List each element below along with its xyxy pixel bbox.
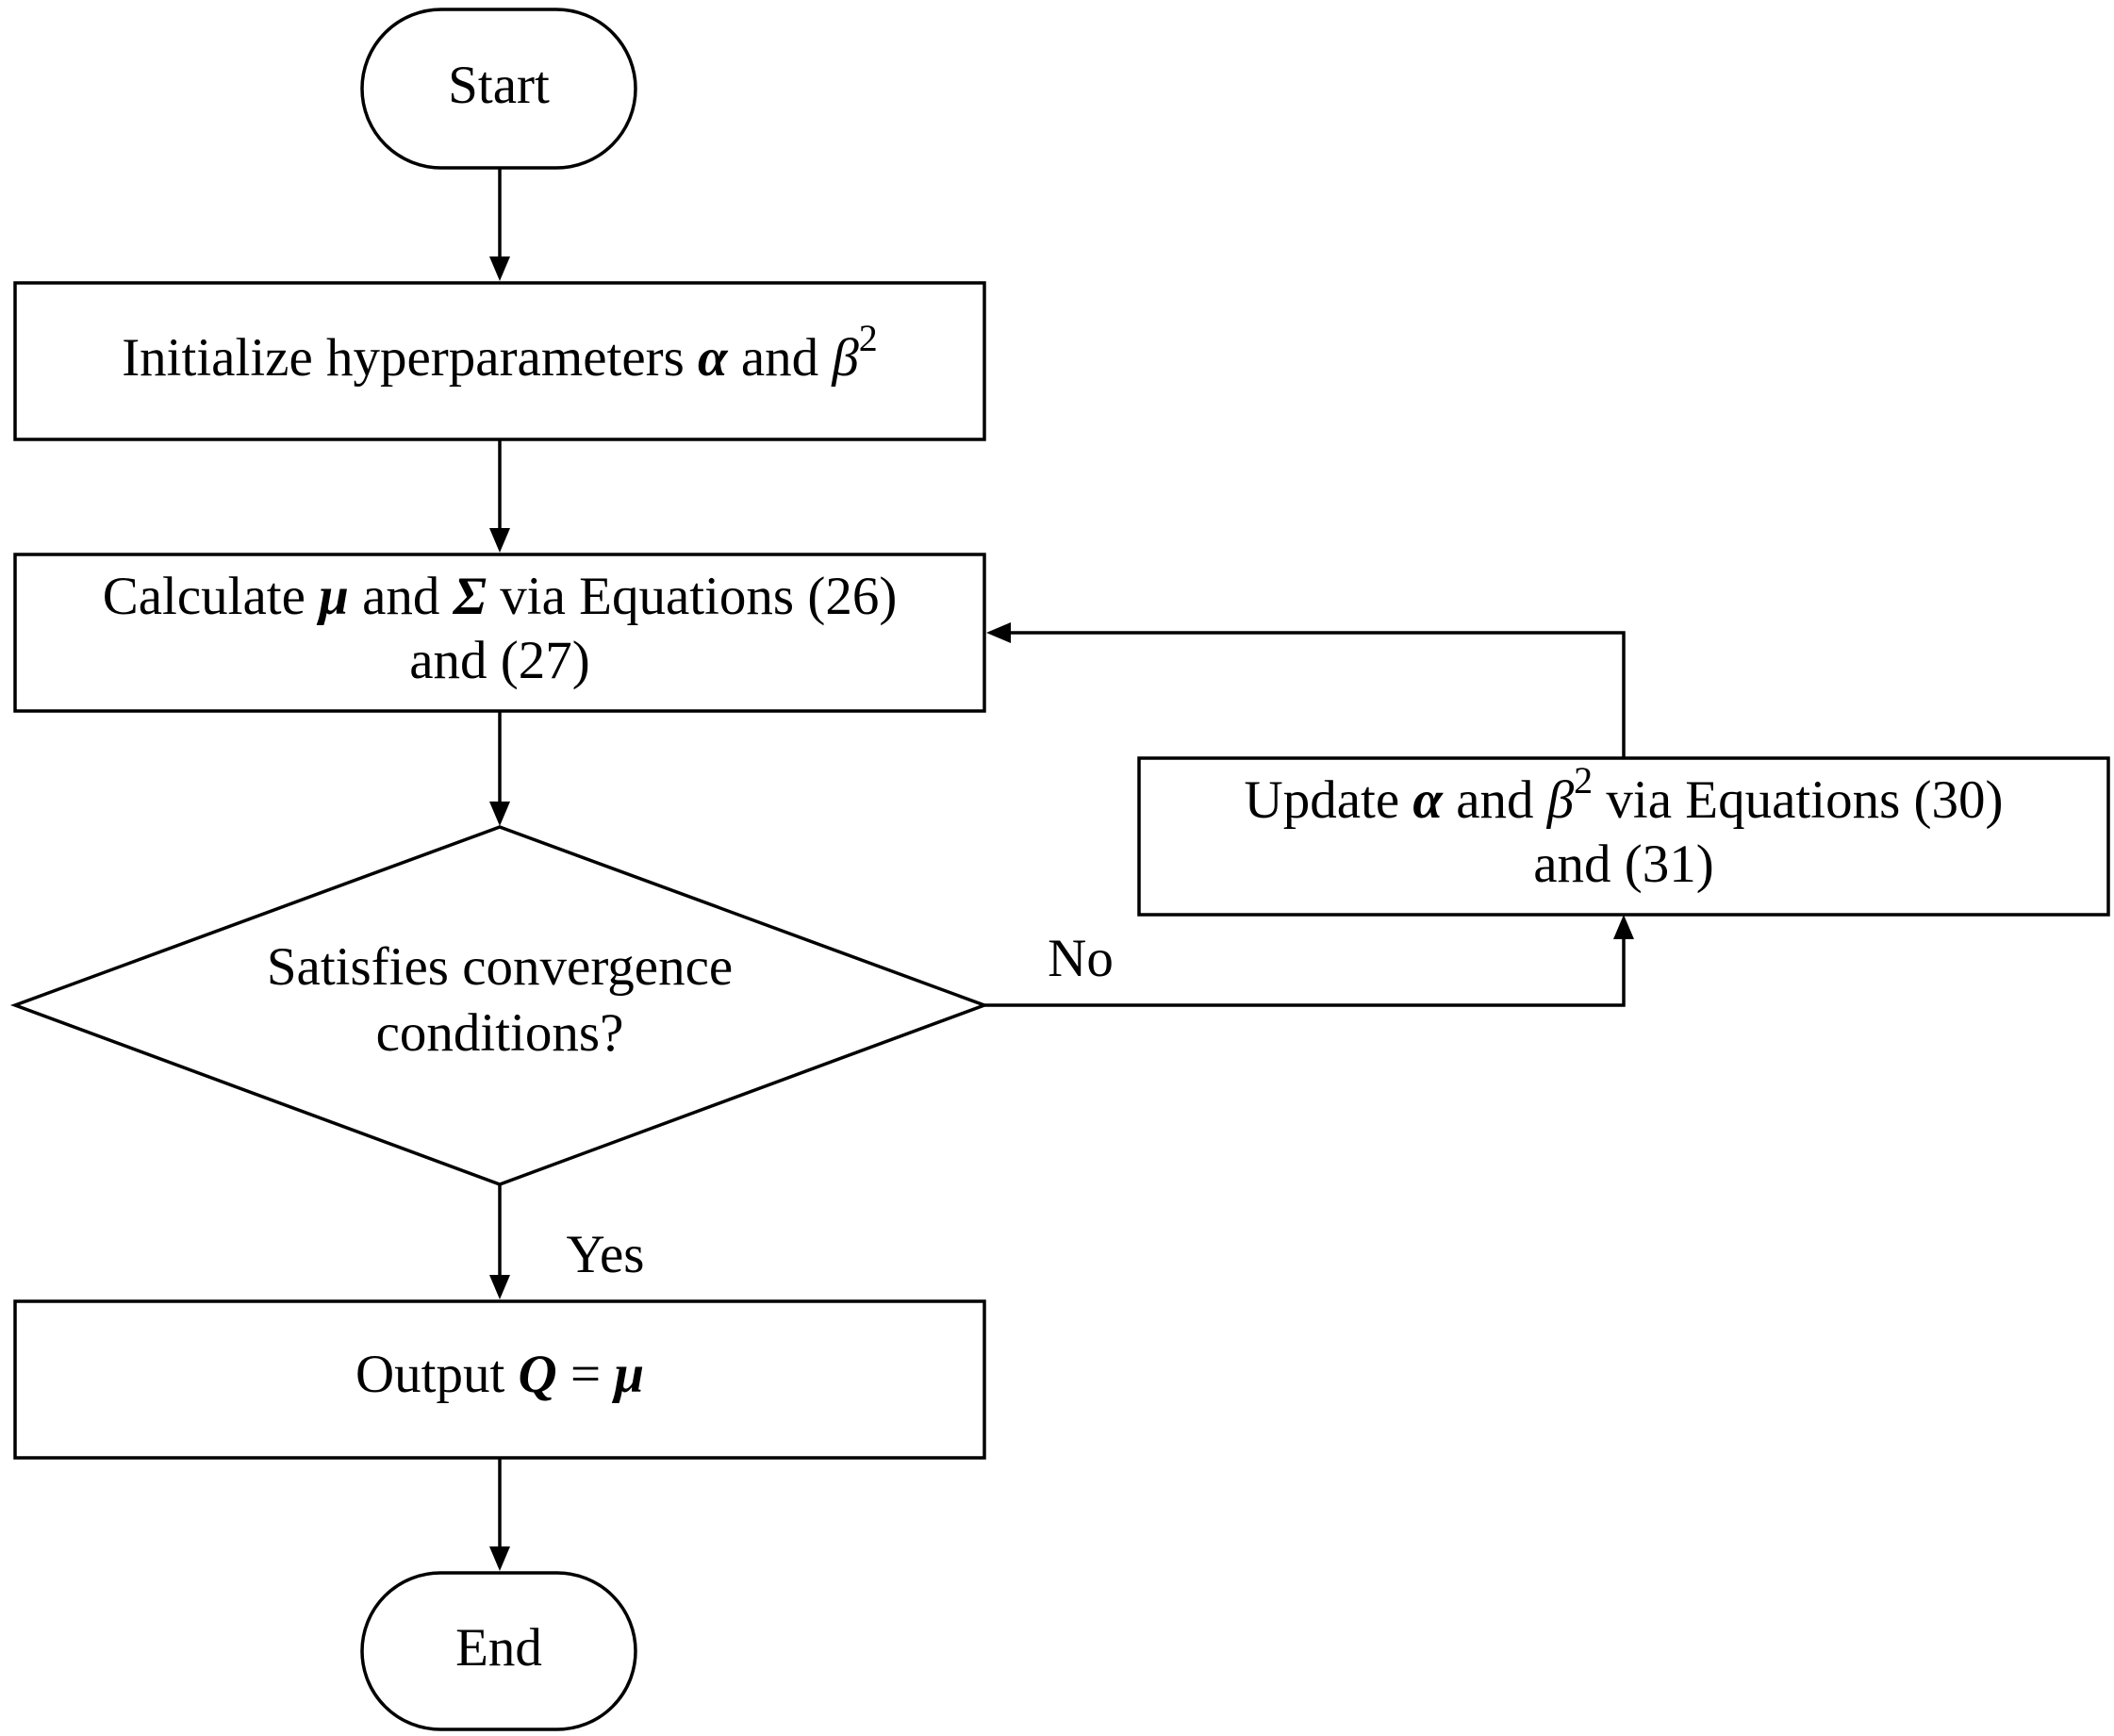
arrowhead-calc-to-decision xyxy=(489,802,510,826)
decision-label-line2: conditions? xyxy=(376,1003,624,1063)
edge-update-to-calc xyxy=(1009,631,1626,758)
end-terminator xyxy=(360,1571,637,1731)
yes-label: Yes xyxy=(567,1225,645,1284)
initialize-box xyxy=(13,281,986,441)
end-label: End xyxy=(455,1618,542,1678)
calculate-label-line1: Calculate μ and Σ via Equations (26) xyxy=(103,567,898,626)
output-label: Output Q = μ xyxy=(355,1345,644,1404)
arrowhead-no-to-update xyxy=(1613,915,1634,939)
edge-decision-no-to-update xyxy=(984,937,1626,1007)
arrowhead-start-to-init xyxy=(489,256,510,281)
arrowhead-yes-to-output xyxy=(489,1275,510,1299)
calculate-label-line2: and (27) xyxy=(409,631,590,690)
arrowhead-init-to-calc xyxy=(489,528,510,553)
update-label-line1: Update α and β2 via Equations (30) xyxy=(1245,759,2004,830)
decision-label-line1: Satisfies convergence xyxy=(267,937,733,997)
output-box xyxy=(13,1299,986,1460)
arrowhead-output-to-end xyxy=(489,1546,510,1571)
update-label-line2: and (31) xyxy=(1533,835,1714,894)
no-label: No xyxy=(1048,929,1114,988)
update-box xyxy=(1137,756,2110,917)
start-label: Start xyxy=(448,56,550,115)
arrowhead-update-to-calc xyxy=(986,622,1011,643)
initialize-label: Initialize hyperparameters α and β2 xyxy=(122,317,878,388)
